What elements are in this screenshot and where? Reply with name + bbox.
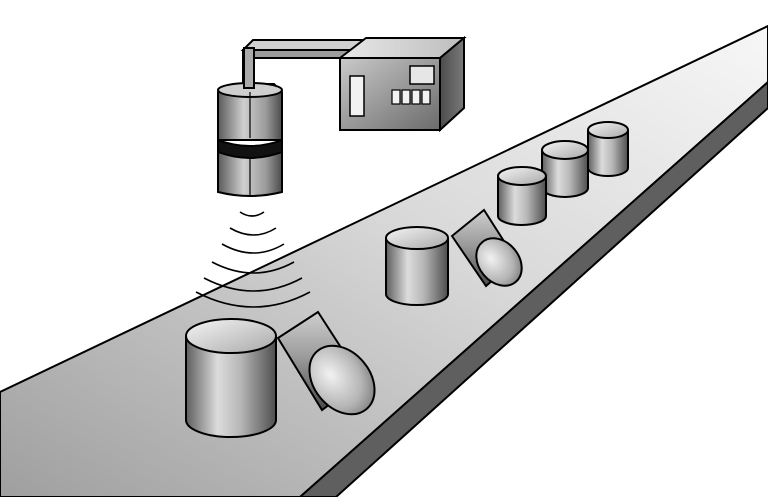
- near-object-group: [185, 310, 376, 438]
- wave-arc-5: [203, 277, 303, 292]
- upright-cylinder: [541, 140, 589, 198]
- far-object-group: [497, 121, 629, 226]
- upright-cylinder: [497, 166, 547, 226]
- wave-arc-6: [195, 291, 311, 308]
- controller-indicator-panel: [349, 75, 365, 117]
- controller-side: [439, 35, 465, 133]
- tipped-cylinder: [450, 208, 523, 288]
- tipped-cylinder: [276, 310, 376, 416]
- middle-object-group: [385, 208, 523, 306]
- wave-arc-3: [221, 243, 285, 254]
- ultrasonic-waves: [195, 211, 311, 308]
- upright-cylinder: [385, 226, 449, 306]
- wave-arc-4: [211, 261, 295, 274]
- proximity-sensor: [217, 47, 283, 197]
- upright-cylinder: [185, 318, 277, 438]
- controller-display: [409, 65, 435, 85]
- controller-button-2: [401, 89, 411, 105]
- upright-cylinder: [587, 121, 629, 177]
- controller-unit: [337, 35, 467, 133]
- controller-button-3: [411, 89, 421, 105]
- belt-edge: [298, 80, 768, 497]
- controller-button-1: [391, 89, 401, 105]
- wave-arc-1: [239, 211, 265, 217]
- controller-button-4: [421, 89, 431, 105]
- wave-arc-2: [229, 227, 277, 236]
- sensor-neck: [243, 47, 255, 89]
